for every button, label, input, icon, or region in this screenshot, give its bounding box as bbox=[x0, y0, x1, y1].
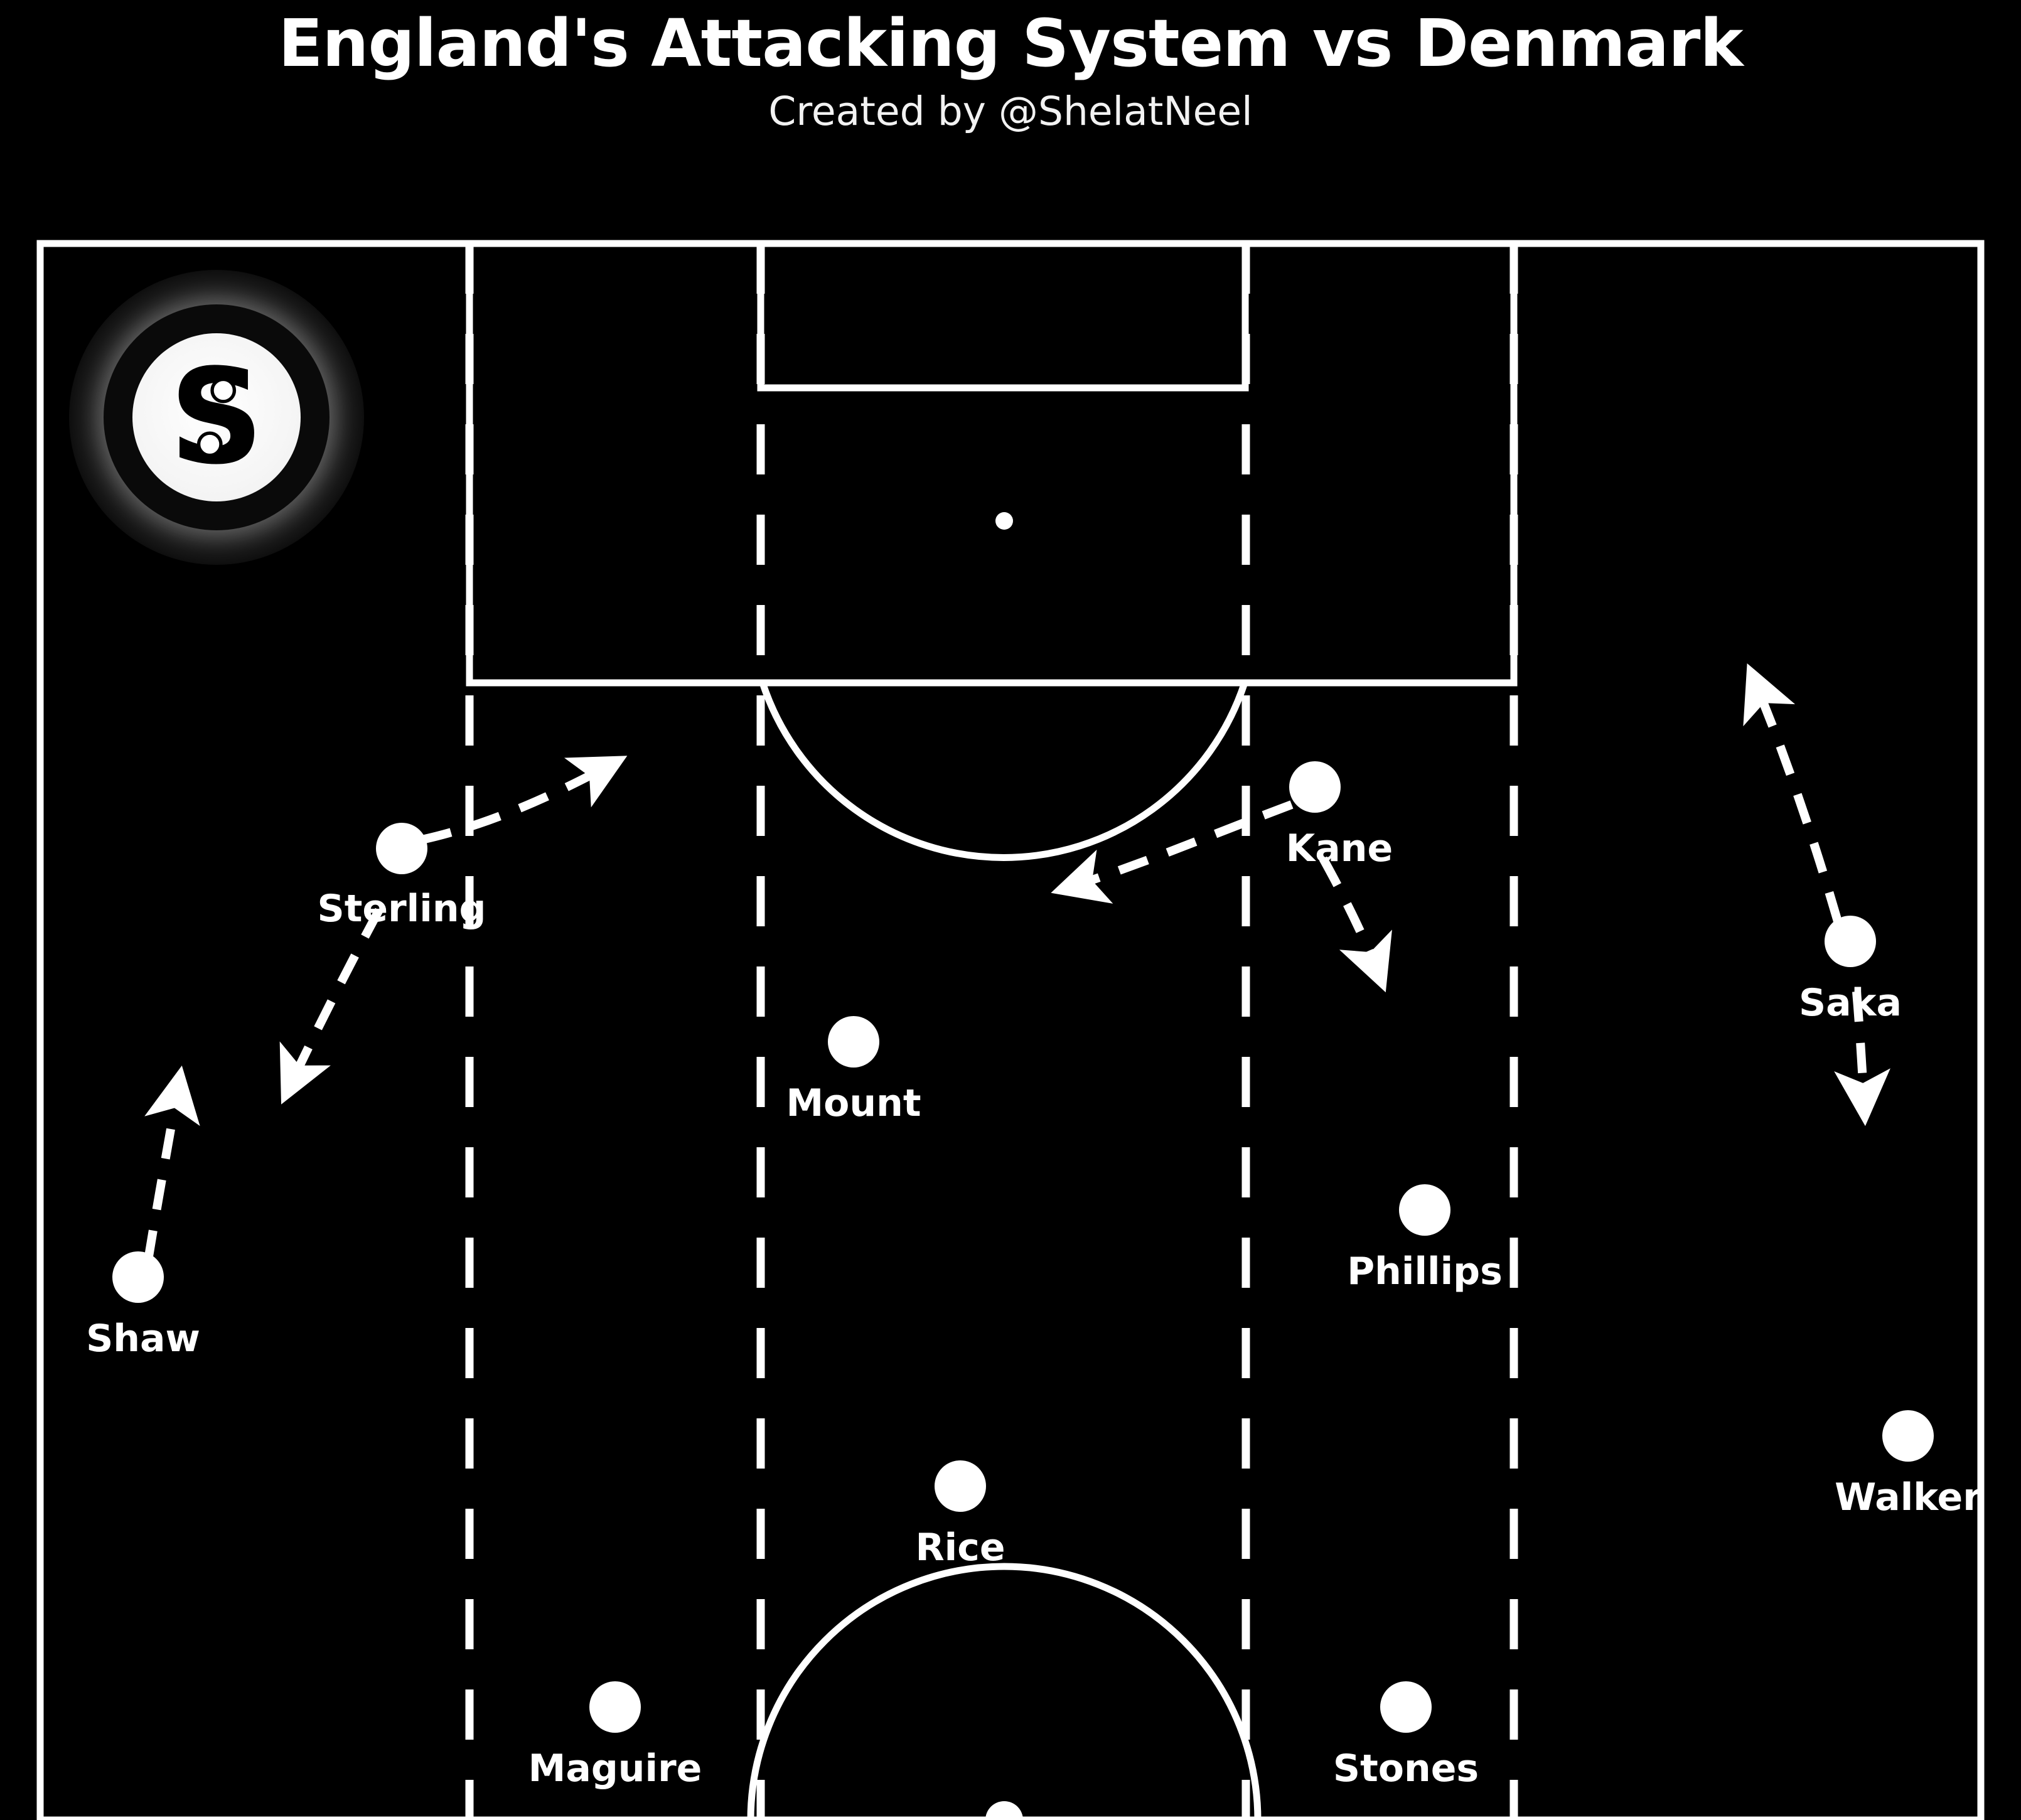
player-marker-mount[interactable] bbox=[828, 1016, 879, 1068]
player-marker-maguire[interactable] bbox=[589, 1681, 641, 1733]
player-label-saka: Saka bbox=[1798, 981, 1902, 1025]
player-label-maguire: Maguire bbox=[528, 1747, 702, 1791]
pitch-outline bbox=[36, 240, 1985, 1820]
player-label-kane: Kane bbox=[1285, 827, 1393, 870]
movement-arrow-saka-down bbox=[1834, 991, 1890, 1127]
player-label-stones: Stones bbox=[1332, 1747, 1479, 1791]
player-marker-saka[interactable] bbox=[1825, 916, 1876, 967]
penalty-arc bbox=[759, 682, 1248, 861]
page-subtitle: Created by @ShelatNeel bbox=[768, 88, 1253, 135]
player-label-sterling: Sterling bbox=[317, 887, 486, 931]
player-marker-sterling[interactable] bbox=[376, 823, 427, 874]
penalty-area bbox=[466, 244, 1518, 687]
player-label-mount: Mount bbox=[786, 1081, 921, 1125]
player-label-rice: Rice bbox=[915, 1526, 1005, 1570]
player-marker-rice[interactable] bbox=[935, 1460, 986, 1512]
player-marker-kane[interactable] bbox=[1289, 761, 1341, 813]
player-marker-stones[interactable] bbox=[1380, 1681, 1432, 1733]
movement-arrow-saka-up-left bbox=[1743, 663, 1842, 923]
player-marker-phillips[interactable] bbox=[1399, 1184, 1450, 1236]
movement-arrow-sterling-up-right bbox=[421, 756, 628, 844]
movement-arrow-shaw-up-right bbox=[144, 1065, 200, 1261]
movement-arrow-kane-down-right bbox=[1319, 856, 1392, 993]
six-yard-box bbox=[757, 244, 1249, 392]
player-label-shaw: Shaw bbox=[86, 1317, 200, 1361]
centre-spot bbox=[985, 1801, 1023, 1820]
player-marker-shaw[interactable] bbox=[112, 1251, 164, 1303]
header: England's Attacking System vs Denmark Cr… bbox=[0, 0, 2021, 131]
player-label-phillips: Phillips bbox=[1347, 1250, 1503, 1293]
page-title: England's Attacking System vs Denmark bbox=[278, 5, 1743, 82]
movement-arrow-sterling-down-left bbox=[279, 907, 383, 1105]
movement-arrow-kane-left bbox=[1051, 800, 1294, 904]
player-marker-walker[interactable] bbox=[1882, 1410, 1934, 1462]
centre-circle bbox=[747, 1563, 1262, 1820]
penalty-spot bbox=[995, 512, 1013, 530]
player-label-walker: Walker bbox=[1835, 1475, 1981, 1519]
